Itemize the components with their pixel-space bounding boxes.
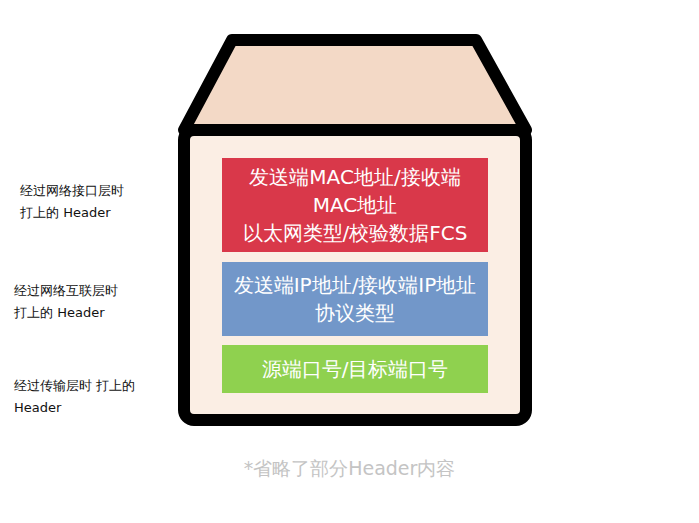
package-roof [184,40,526,130]
text-word: 打上的 [96,378,135,393]
text-word: 打上的 [20,205,59,220]
text-space [92,378,96,393]
text-word: 打上的 [14,305,53,320]
text-word: 发送端MAC地址/接收端 [249,165,460,189]
text-word: 经过网络互联层时 [14,283,118,298]
layer-note: 经过网络互联层时 打上的 Header [14,280,139,324]
text-word: 以太网类型/校验数据FCS [243,221,468,245]
text-word: Header [63,205,110,220]
header-fields: 发送端IP地址/接收端IP地址 协议类型 [228,271,482,327]
text-word: 源端口号/目标端口号 [262,357,449,381]
text-space [59,205,63,220]
caption: *省略了部分Header内容 [0,456,699,482]
link-layer-header: 发送端MAC地址/接收端 MAC地址 以太网类型/校验数据FCS [222,158,488,252]
text-word: 协议类型 [315,301,395,325]
layer-note: 经过网络接口层时 打上的 Header [20,180,145,224]
text-space [53,305,57,320]
header-fields: 源端口号/目标端口号 [262,355,449,383]
package-body [184,130,526,420]
text-word: 发送端IP地址/接收端IP地址 [234,273,477,297]
text-word: MAC地址 [313,193,398,217]
text-word: 经过传输层时 [14,378,92,393]
layer-note: 经过传输层时 打上的 Header [14,375,139,419]
header-fields: 发送端MAC地址/接收端 MAC地址 以太网类型/校验数据FCS [228,163,482,247]
text-word: Header [14,400,61,415]
network-layer-header: 发送端IP地址/接收端IP地址 协议类型 [222,262,488,336]
text-word: Header [57,305,104,320]
text-word: 经过网络接口层时 [20,183,124,198]
transport-layer-header: 源端口号/目标端口号 [222,345,488,393]
